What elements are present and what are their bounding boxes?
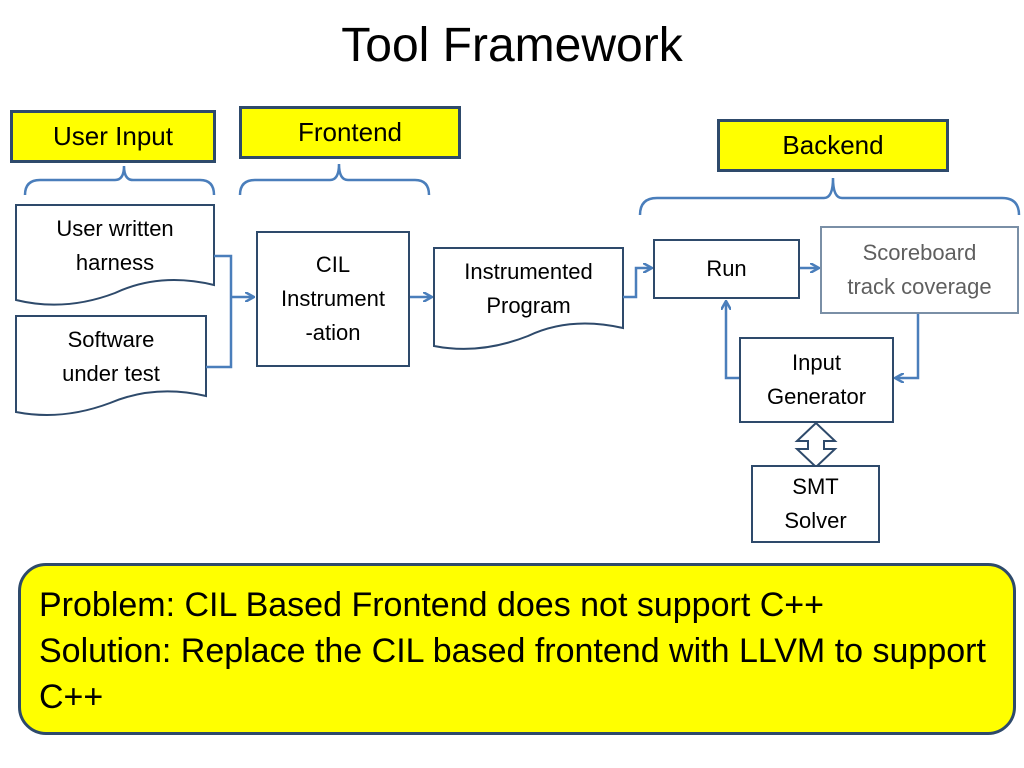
doc-shape-software xyxy=(15,315,207,416)
double-arrow-smt xyxy=(794,421,838,469)
brace-backend xyxy=(638,177,1021,216)
brace-frontend xyxy=(238,163,431,196)
node-input-generator: Input Generator xyxy=(739,337,894,423)
node-cil-instrumentation: CIL Instrument -ation xyxy=(256,231,410,367)
tag-frontend: Frontend xyxy=(239,106,461,159)
doc-shape-instrumented xyxy=(433,247,624,350)
node-smt-solver: SMT Solver xyxy=(751,465,880,543)
problem-solution-callout: Problem: CIL Based Frontend does not sup… xyxy=(18,563,1016,735)
solution-text: Solution: Replace the CIL based frontend… xyxy=(39,632,986,716)
tag-backend: Backend xyxy=(717,119,949,172)
node-instrumented-program: Instrumented Program xyxy=(464,259,593,318)
doc-shape-user-harness xyxy=(15,204,215,306)
node-user-harness: User written harness xyxy=(56,216,174,275)
slide-title: Tool Framework xyxy=(341,19,683,72)
problem-text: Problem: CIL Based Frontend does not sup… xyxy=(39,586,824,624)
brace-user-input xyxy=(23,165,216,196)
tag-user-input: User Input xyxy=(10,110,216,163)
node-run: Run xyxy=(653,239,800,299)
node-software: Software under test xyxy=(62,327,160,386)
node-scoreboard: Scoreboard track coverage xyxy=(820,226,1019,314)
